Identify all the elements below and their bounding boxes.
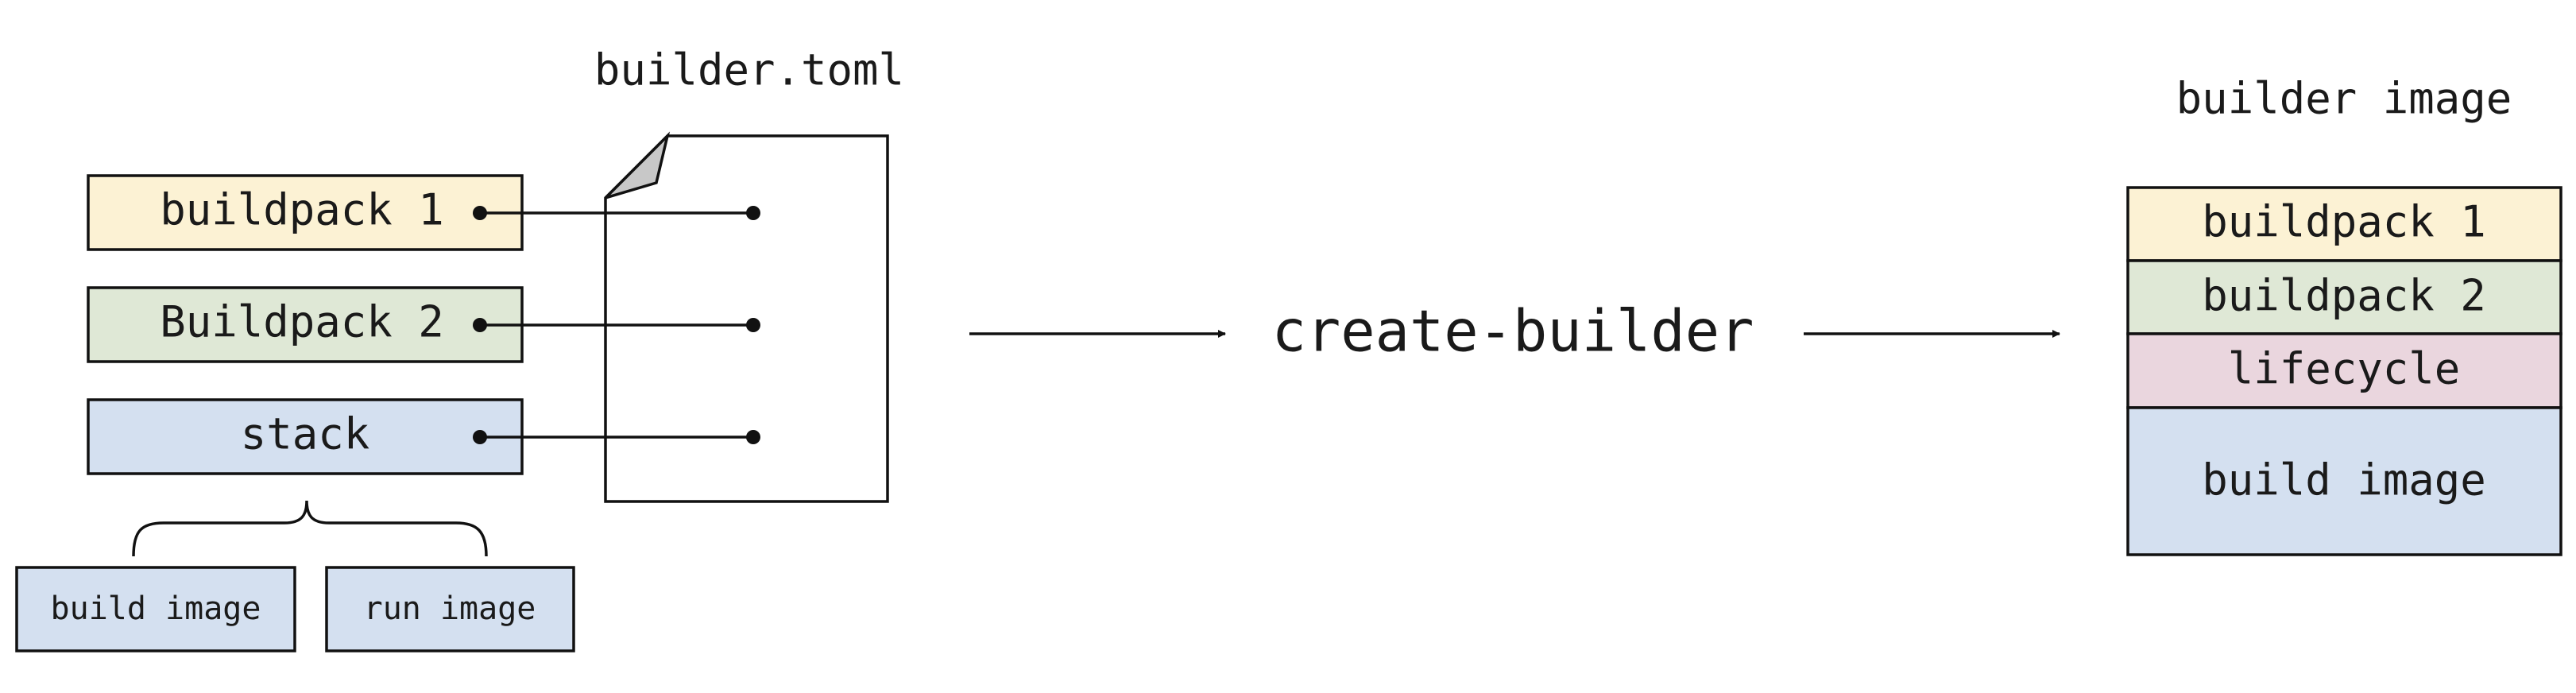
run-image-component: run image: [325, 566, 575, 652]
connector-buildpack-2: [473, 318, 760, 332]
builder-image-title: builder image: [2176, 74, 2512, 124]
buildpack-2-label: Buildpack 2: [160, 297, 444, 347]
build-image-small-label: build image: [51, 590, 261, 627]
builder-toml-label: builder.toml: [594, 45, 904, 95]
layer-build-image-label: build image: [2202, 455, 2486, 505]
layer-buildpack-1-label: buildpack 1: [2202, 197, 2486, 247]
layer-buildpack-1: buildpack 1: [2126, 186, 2562, 262]
builder-image-stack: buildpack 1 buildpack 2 lifecycle build …: [2126, 186, 2562, 556]
run-image-small-label: run image: [364, 590, 536, 627]
connector-stack: [473, 430, 760, 444]
document-fold: [604, 131, 671, 199]
stack-input: stack: [87, 398, 524, 475]
buildpack-1-box: [87, 174, 524, 251]
stack-box: [87, 398, 524, 475]
buildpack-2-input: Buildpack 2: [87, 286, 524, 363]
layer-lifecycle-label: lifecycle: [2228, 344, 2461, 394]
stack-brace: [132, 500, 488, 557]
layer-build-image: build image: [2126, 406, 2562, 556]
run-image-small-box: [325, 566, 575, 652]
build-image-component: build image: [15, 566, 296, 652]
layer-lifecycle: lifecycle: [2126, 332, 2562, 409]
stack-label: stack: [241, 409, 370, 459]
buildpack-1-input: buildpack 1: [87, 174, 524, 251]
document-body: [604, 134, 889, 503]
connector-buildpack-1: [473, 206, 760, 220]
layer-buildpack-2: buildpack 2: [2126, 259, 2562, 335]
buildpack-1-label: buildpack 1: [160, 185, 444, 235]
create-builder-label: create-builder: [1272, 298, 1754, 365]
build-image-small-box: [15, 566, 296, 652]
buildpack-2-box: [87, 286, 524, 363]
document-icon: [604, 131, 889, 503]
layer-buildpack-2-label: buildpack 2: [2202, 271, 2486, 321]
